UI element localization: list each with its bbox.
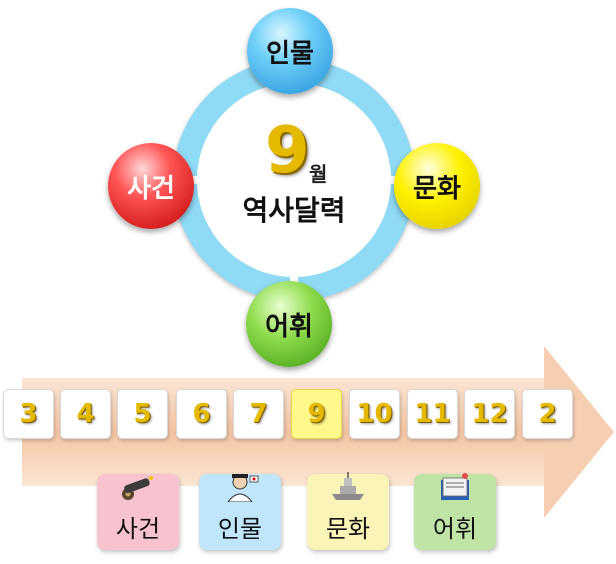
category-culture-button[interactable]: 문화 xyxy=(307,472,389,550)
calendar-ring: 9 월 역사달력 xyxy=(173,59,415,301)
orb-person[interactable]: 인물 xyxy=(247,8,333,94)
month-button[interactable]: 11 xyxy=(407,389,458,439)
category-event-button[interactable]: 사건 xyxy=(97,474,179,550)
month-button-selected[interactable]: 9 xyxy=(291,389,342,439)
calendar-center: 9 월 역사달력 xyxy=(197,83,391,277)
orb-vocabulary[interactable]: 어휘 xyxy=(246,281,332,367)
category-event-label: 사건 xyxy=(115,515,161,543)
cannon-icon xyxy=(118,472,158,507)
current-month-number: 9 xyxy=(265,114,310,188)
month-button[interactable]: 2 xyxy=(522,389,573,439)
month-button[interactable]: 4 xyxy=(60,389,111,439)
category-person-label: 인물 xyxy=(217,515,263,543)
calendar-title: 역사달력 xyxy=(242,194,346,227)
month-button[interactable]: 12 xyxy=(464,389,515,439)
month-button[interactable]: 7 xyxy=(233,389,284,439)
orb-event[interactable]: 사건 xyxy=(108,143,194,229)
month-button[interactable]: 10 xyxy=(349,389,400,439)
category-culture-label: 문화 xyxy=(325,515,371,543)
person-icon xyxy=(220,472,260,507)
category-person-button[interactable]: 인물 xyxy=(199,474,281,550)
category-vocabulary-label: 어휘 xyxy=(432,515,478,543)
month-button[interactable]: 3 xyxy=(3,389,54,439)
month-button[interactable]: 5 xyxy=(117,389,168,439)
month-button[interactable]: 6 xyxy=(176,389,227,439)
book-icon xyxy=(435,472,475,507)
category-vocabulary-button[interactable]: 어휘 xyxy=(414,472,496,550)
orb-culture[interactable]: 문화 xyxy=(394,143,480,229)
ship-icon xyxy=(328,472,368,507)
month-unit-label: 월 xyxy=(309,162,328,186)
